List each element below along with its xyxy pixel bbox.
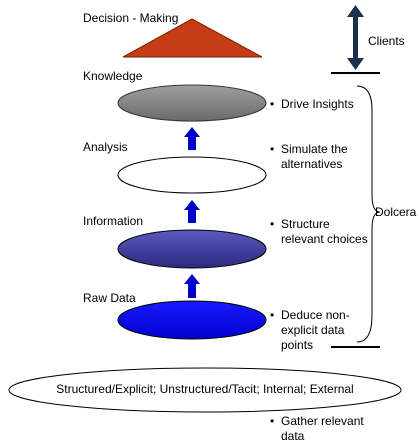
clients-label: Clients xyxy=(368,34,405,48)
dolcera-brace xyxy=(356,85,381,343)
up-arrow-raw-to-information xyxy=(184,274,200,298)
information-ellipse xyxy=(117,229,267,269)
clients-double-arrow xyxy=(347,5,364,70)
dolcera-label: Dolcera xyxy=(375,205,417,219)
bullet-simulate-alternatives: Simulate the alternatives xyxy=(270,142,370,172)
bullet-drive-insights: Drive Insights xyxy=(270,97,370,112)
knowledge-ellipse xyxy=(117,84,267,122)
information-label: Information xyxy=(83,214,144,228)
bullet-deduce-data-points: Deduce non-explicit data points xyxy=(270,308,370,353)
activity-bullet-list: Drive Insights Simulate the alternatives… xyxy=(270,97,370,443)
knowledge-label: Knowledge xyxy=(83,69,143,83)
pyramid-diagram xyxy=(8,5,402,413)
analysis-label: Analysis xyxy=(83,140,128,154)
raw-data-ellipse xyxy=(117,300,267,340)
bullet-gather-data: Gather relevant data xyxy=(270,414,370,444)
data-sources-label: Structured/Explicit; Unstructured/Tacit;… xyxy=(56,382,354,396)
up-arrow-information-to-analysis xyxy=(184,200,200,223)
up-arrow-analysis-to-knowledge xyxy=(184,127,200,150)
bullet-structure-choices: Structure relevant choices xyxy=(270,217,370,247)
raw-data-label: Raw Data xyxy=(83,291,136,305)
decision-triangle xyxy=(122,18,263,58)
decision-making-label: Decision - Making xyxy=(83,11,179,25)
base-ellipse xyxy=(8,367,402,413)
analysis-ellipse xyxy=(117,156,267,194)
